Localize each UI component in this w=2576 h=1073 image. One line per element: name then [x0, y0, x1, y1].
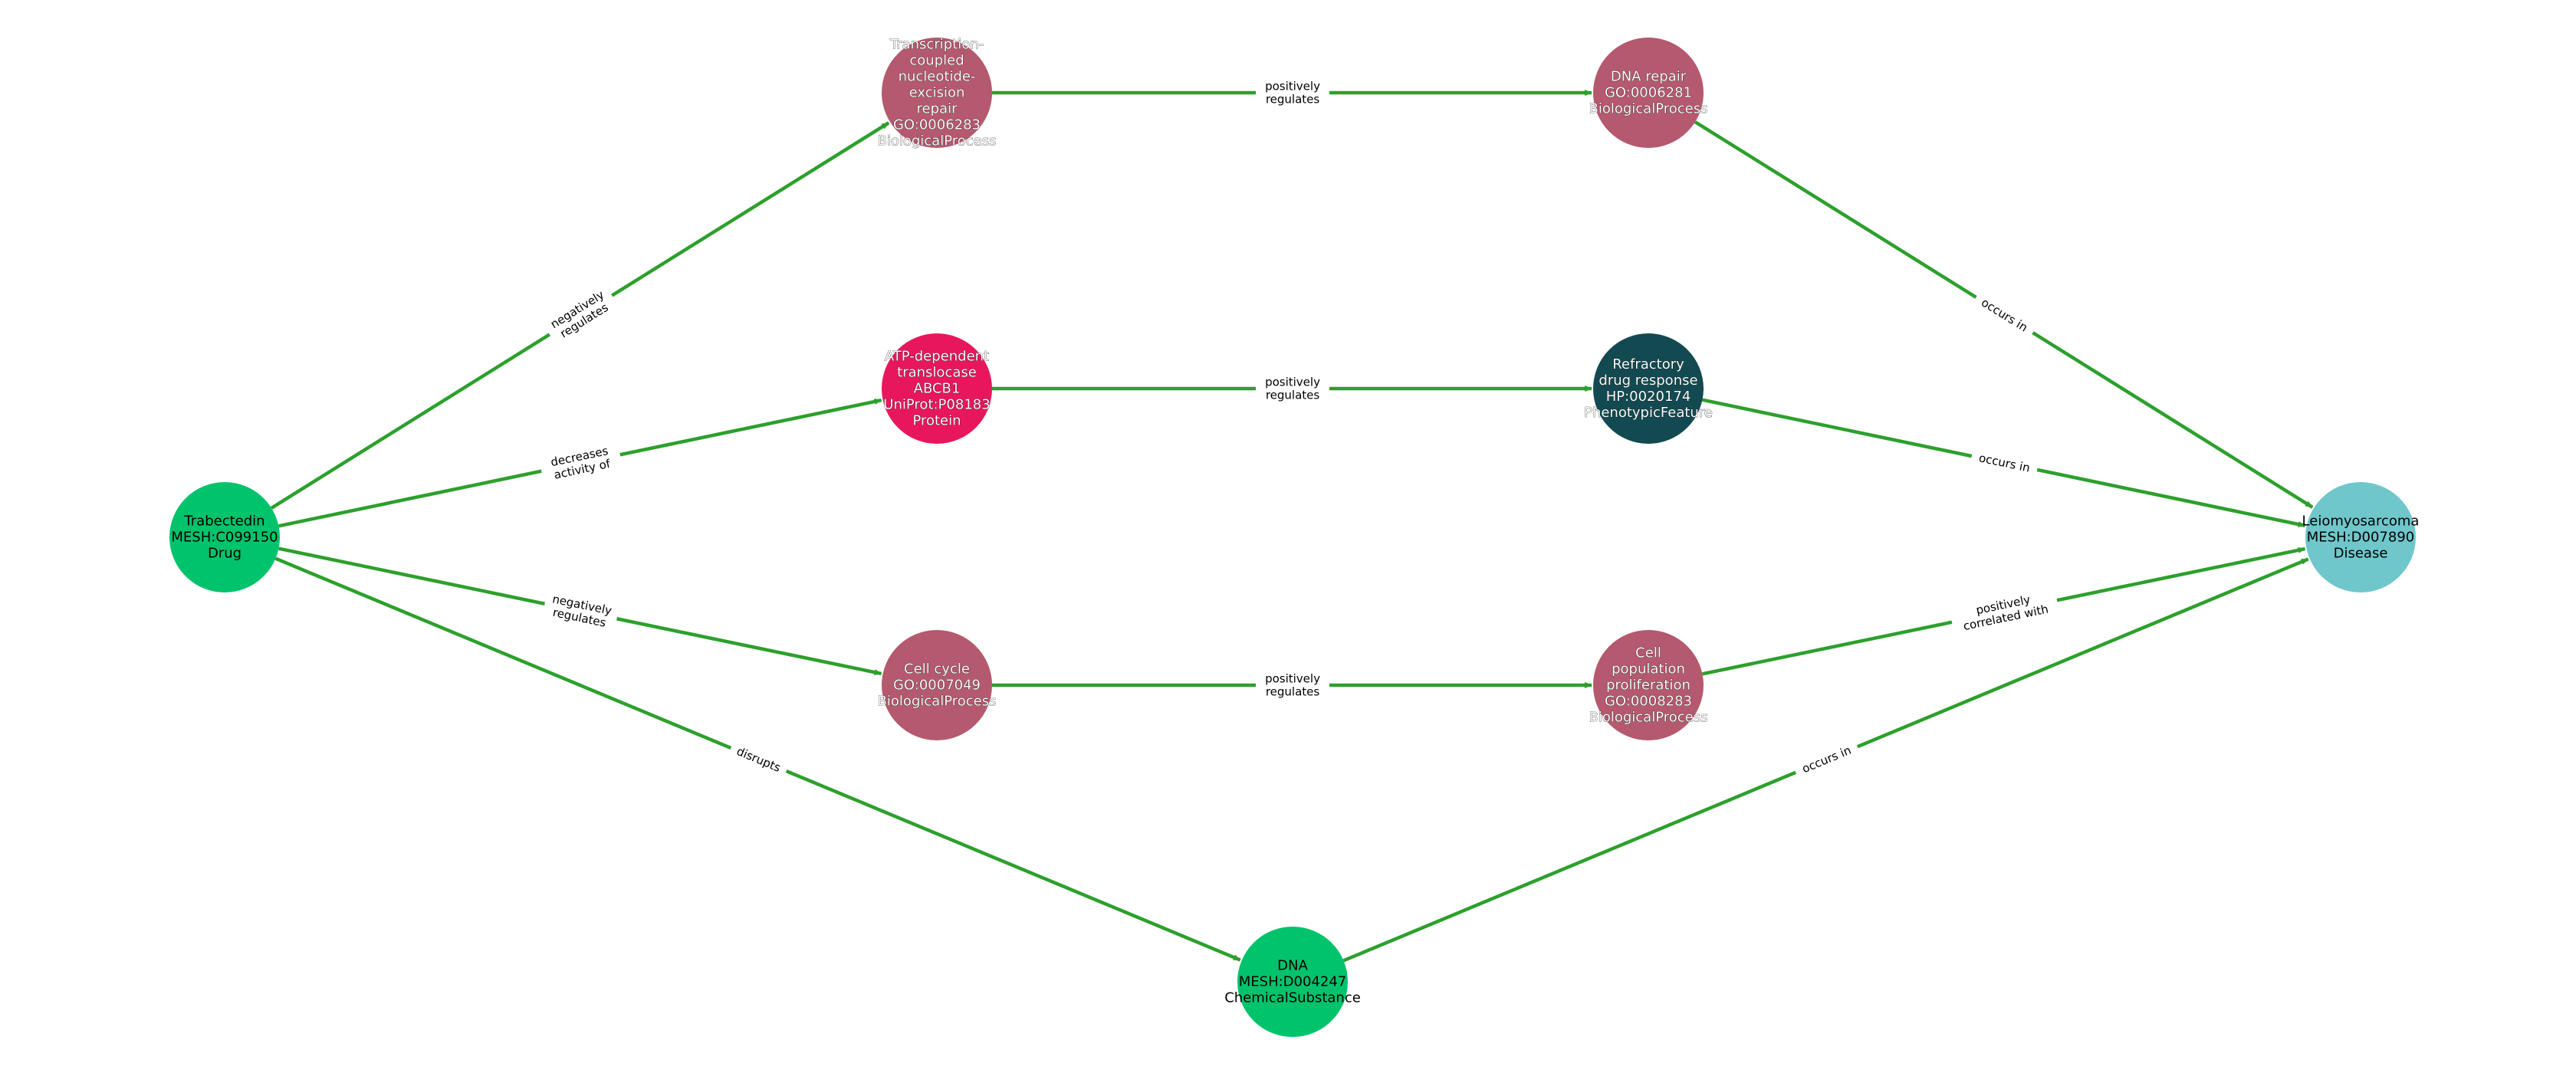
node-label-line: GO:0006283: [893, 117, 981, 133]
edge-label-text: positively: [1265, 672, 1320, 686]
node-abcb1[interactable]: ATP-dependenttranslocaseABCB1UniProt:P08…: [882, 333, 992, 444]
node-label-line: BiologicalProcess: [1589, 101, 1707, 117]
node-circle[interactable]: [1237, 927, 1348, 1037]
node-label-line: ABCB1: [914, 381, 961, 397]
node-circle[interactable]: [169, 482, 280, 592]
node-label-line: PhenotypicFeature: [1584, 405, 1713, 421]
edge-label-background: [538, 440, 623, 486]
node-label-line: excision: [909, 85, 965, 101]
node-label-line: ATP-dependent: [885, 349, 989, 365]
edge-label-background: [1949, 586, 2060, 637]
node-label-line: GO:0006281: [1605, 85, 1692, 101]
node-label-line: repair: [917, 101, 958, 117]
node-label-line: MESH:D007890: [2307, 530, 2415, 546]
node-circle[interactable]: [882, 333, 992, 444]
node-label-line: nucleotide-: [899, 69, 976, 85]
node-label-line: population: [1612, 661, 1685, 678]
node-label-line: UniProt:P08183: [883, 397, 990, 413]
edge-label-background: [541, 589, 620, 633]
node-circle[interactable]: [882, 38, 992, 148]
edge-label-text: positively: [1265, 80, 1320, 94]
edge-label: disrupts: [728, 740, 790, 779]
node-tcner[interactable]: Transcription-couplednucleotide-excision…: [877, 36, 997, 149]
node-label-line: DNA: [1277, 958, 1308, 974]
node-label-line: translocase: [897, 365, 977, 381]
edge-label-text: occurs in: [1978, 451, 2032, 474]
edge-label-background: [1256, 671, 1329, 700]
node-label-line: Disease: [2334, 546, 2388, 562]
edge-label-text: regulates: [1266, 685, 1320, 699]
node-label-line: MESH:C099150: [171, 530, 278, 546]
node-label-line: ChemicalSubstance: [1224, 990, 1361, 1006]
edge-label: occurs in: [1970, 448, 2039, 478]
edge-label-background: [728, 740, 790, 779]
node-label-line: HP:0020174: [1606, 389, 1691, 405]
node-circle[interactable]: [1593, 38, 1704, 148]
edge-label-text: occurs in: [1979, 295, 2030, 334]
node-label-line: Trabectedin: [183, 514, 264, 530]
node-label-line: GO:0007049: [893, 678, 981, 694]
node-label-line: coupled: [909, 53, 964, 69]
node-label-line: proliferation: [1606, 678, 1691, 694]
node-circle[interactable]: [882, 630, 992, 740]
node-circle[interactable]: [2305, 482, 2416, 592]
node-label-line: Protein: [912, 413, 961, 429]
node-label-line: GO:0008283: [1605, 694, 1692, 710]
edge-label-text: regulates: [1266, 389, 1320, 402]
edge-label: occurs in: [1971, 290, 2038, 340]
edge-label: occurs in: [1792, 739, 1861, 780]
node-label-line: BiologicalProcess: [1589, 710, 1707, 726]
node-label-line: Leiomyosarcoma: [2302, 514, 2420, 530]
edge-label-text: disrupts: [734, 744, 783, 775]
node-label-line: MESH:D004247: [1239, 974, 1347, 990]
node-label-line: BiologicalProcess: [877, 133, 996, 149]
node-label-line: Drug: [208, 546, 242, 562]
edge-label-text: positively: [1265, 376, 1320, 389]
node-label-line: Refractory: [1612, 356, 1684, 372]
node-circle[interactable]: [1593, 630, 1704, 740]
node-label-line: drug response: [1598, 372, 1697, 389]
node-proliferation[interactable]: CellpopulationproliferationGO:0008283Bio…: [1589, 630, 1708, 740]
node-label-line: BiologicalProcess: [877, 694, 996, 710]
edge-label-background: [1256, 374, 1329, 403]
edge-label-background: [1971, 290, 2038, 340]
edge-label-text: regulates: [1266, 93, 1320, 107]
node-label-line: Cell: [1635, 645, 1661, 661]
node-label-line: Transcription-: [889, 37, 984, 53]
edges-layer: [270, 90, 2314, 963]
edge-label-background: [541, 283, 620, 347]
node-label-line: Cell cycle: [904, 661, 970, 678]
edge-label-background: [1792, 739, 1861, 780]
edge-label-background: [1256, 78, 1329, 107]
edge-label-background: [1970, 448, 2039, 478]
node-label-line: DNA repair: [1611, 69, 1687, 85]
node-circle[interactable]: [1593, 333, 1704, 444]
